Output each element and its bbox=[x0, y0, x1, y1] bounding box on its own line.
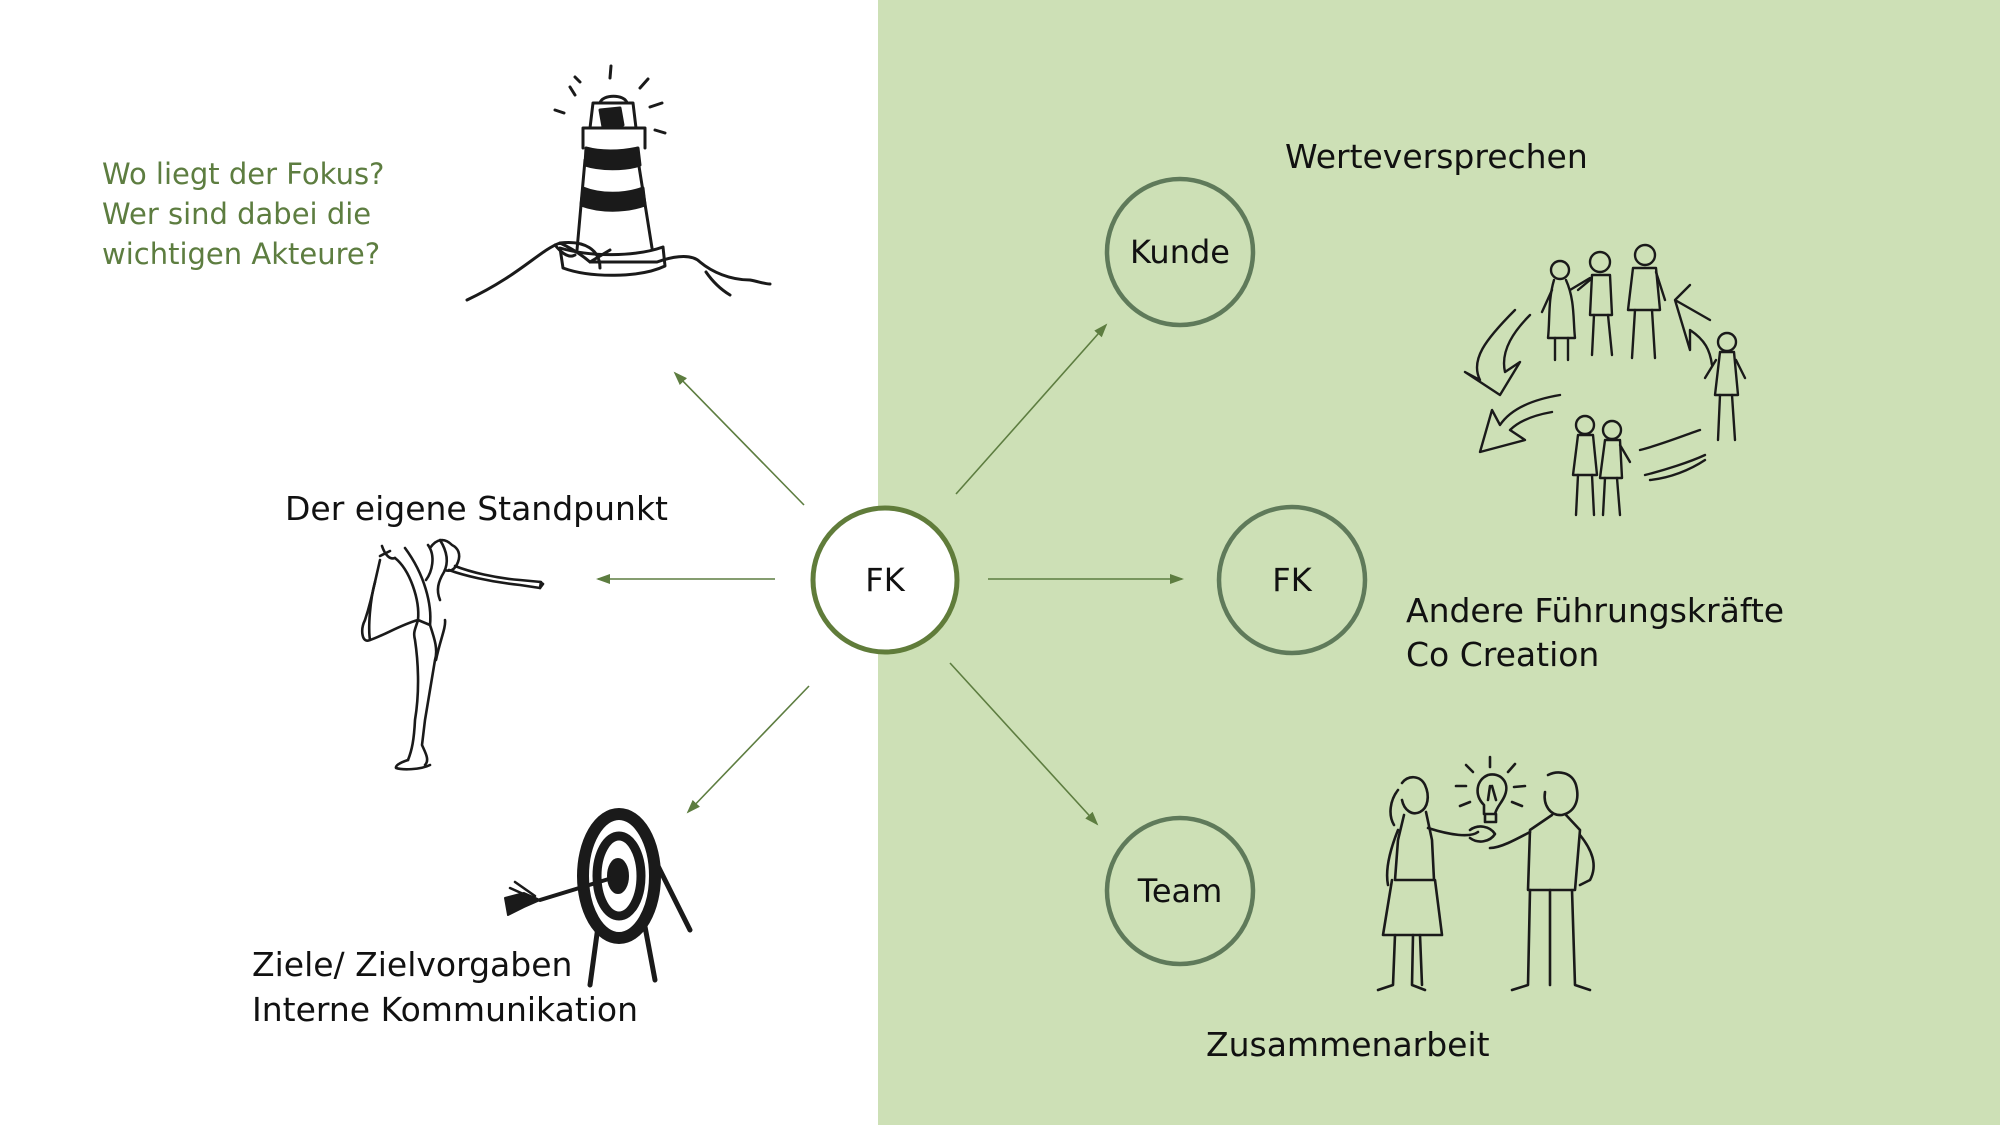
team-node-circle bbox=[1104, 815, 1256, 967]
focus-question: Wo liegt der Fokus? Wer sind dabei die w… bbox=[102, 154, 384, 274]
lighthouse-icon bbox=[465, 64, 772, 302]
center-node-label: FK bbox=[865, 561, 905, 599]
connector-arrows bbox=[596, 323, 1184, 826]
peers-caption: Andere Führungskräfte Co Creation bbox=[1406, 589, 1784, 677]
team-node-label: Team bbox=[1137, 872, 1223, 910]
focus-question-line-3: wichtigen Akteure? bbox=[102, 237, 381, 272]
goals-label-line-2: Interne Kommunikation bbox=[252, 989, 639, 1029]
stakeholder-panel bbox=[878, 0, 2000, 1125]
center-node-circle bbox=[810, 505, 960, 655]
goals-label: Ziele/ Zielvorgaben Interne Kommunikatio… bbox=[252, 943, 638, 1032]
standpoint-label: Der eigene Standpunkt bbox=[285, 489, 668, 528]
arrow-to-customer bbox=[955, 323, 1108, 495]
peers-caption-line-2: Co Creation bbox=[1406, 634, 1600, 674]
arrow-to-goals bbox=[686, 685, 810, 814]
arrow-to-focus bbox=[673, 371, 805, 506]
goals-label-line-1: Ziele/ Zielvorgaben bbox=[252, 945, 573, 984]
people-circle-icon bbox=[1463, 243, 1747, 517]
yoga-person-icon bbox=[360, 538, 545, 771]
customer-caption: Werteversprechen bbox=[1285, 137, 1588, 176]
focus-question-line-1: Wo liegt der Fokus? bbox=[102, 157, 385, 191]
target-arrow-icon bbox=[504, 808, 693, 988]
peers-caption-line-1: Andere Führungskräfte bbox=[1406, 591, 1785, 630]
customer-node-label: Kunde bbox=[1130, 233, 1230, 271]
peers-node-circle bbox=[1216, 504, 1368, 656]
peers-node-label: FK bbox=[1272, 561, 1312, 599]
focus-question-line-2: Wer sind dabei die bbox=[102, 197, 372, 232]
team-caption: Zusammenarbeit bbox=[1206, 1025, 1490, 1064]
idea-bulb-people-icon bbox=[1376, 755, 1595, 992]
arrow-to-team bbox=[949, 662, 1099, 826]
customer-node-circle bbox=[1104, 176, 1256, 328]
